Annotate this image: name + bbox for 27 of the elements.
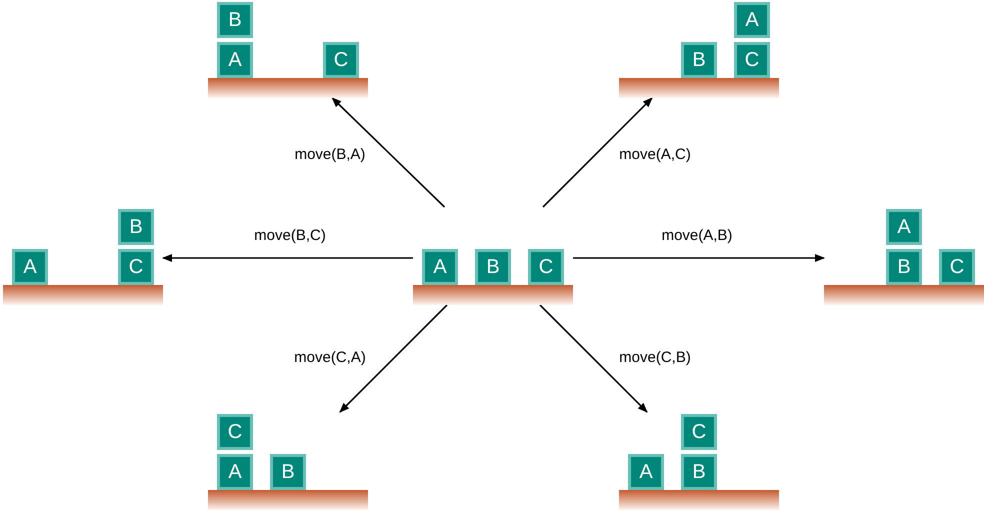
block: C bbox=[118, 249, 154, 285]
block: C bbox=[681, 414, 717, 450]
block: B bbox=[681, 454, 717, 490]
block: A bbox=[217, 454, 253, 490]
arrow bbox=[542, 97, 653, 208]
block: B bbox=[886, 249, 922, 285]
block: C bbox=[734, 42, 770, 78]
arrow bbox=[162, 254, 413, 262]
block: A bbox=[628, 454, 664, 490]
block: B bbox=[270, 454, 306, 490]
block: B bbox=[217, 2, 253, 38]
arrow bbox=[339, 304, 448, 413]
block: C bbox=[528, 249, 564, 285]
block: B bbox=[681, 42, 717, 78]
block: C bbox=[939, 249, 975, 285]
block: A bbox=[422, 249, 458, 285]
block: A bbox=[886, 209, 922, 245]
block: C bbox=[323, 42, 359, 78]
block: B bbox=[475, 249, 511, 285]
block: B bbox=[118, 209, 154, 245]
block: A bbox=[12, 249, 48, 285]
arrow bbox=[539, 304, 648, 413]
block: A bbox=[217, 42, 253, 78]
block: A bbox=[734, 2, 770, 38]
arrow bbox=[573, 254, 825, 262]
block: C bbox=[217, 414, 253, 450]
arrow bbox=[332, 97, 446, 208]
